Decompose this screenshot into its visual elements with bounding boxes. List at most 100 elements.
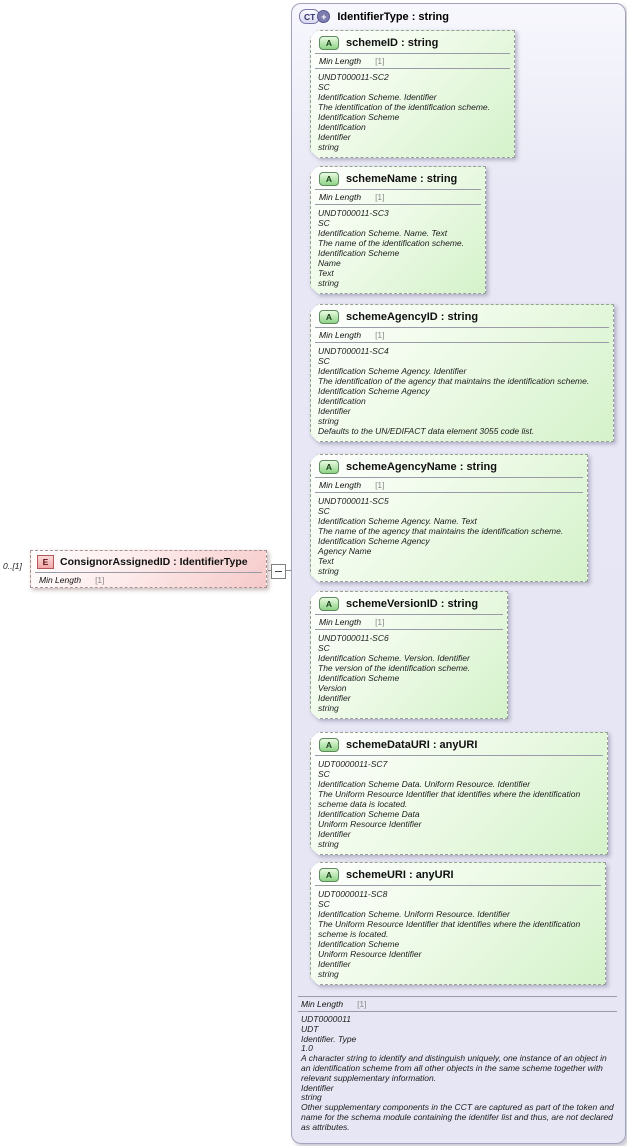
collapse-toggle-icon[interactable] <box>271 564 286 579</box>
attribute-header: A schemeAgencyID : string <box>311 305 613 327</box>
annotation-line: Identification Scheme Data <box>318 809 420 819</box>
annotation-line: Identifier <box>318 132 351 142</box>
attribute-header: A schemeAgencyName : string <box>311 455 587 477</box>
facet-value: [1] <box>375 330 385 340</box>
attribute-box-body: A schemeVersionID : string Min Length [1… <box>310 591 508 719</box>
annotation-line: Other supplementary components in the CC… <box>301 1102 614 1132</box>
facet-value: [1] <box>375 617 385 627</box>
annotation-line: SC <box>318 769 330 779</box>
element-icon: E <box>37 555 54 569</box>
annotation-line: The name of the agency that maintains th… <box>318 526 564 536</box>
attribute-title: schemeURI : anyURI <box>346 869 454 881</box>
facet-value: [1] <box>95 575 105 585</box>
facet-name: Min Length <box>319 480 362 490</box>
annotation-line: UDT0000011 <box>301 1014 351 1024</box>
divider <box>35 572 262 573</box>
divider <box>315 53 510 54</box>
annotation-line: The name of the identification scheme. <box>318 238 464 248</box>
annotation-line: Identifier <box>301 1082 334 1093</box>
annotation-line: string <box>318 416 339 426</box>
attribute-icon: A <box>319 172 339 186</box>
annotation-line: The identification of the agency that ma… <box>318 376 590 386</box>
attribute-box-schemeAgencyName[interactable]: A schemeAgencyName : string Min Length [… <box>310 454 588 582</box>
divider <box>298 996 617 997</box>
attribute-title: schemeDataURI : anyURI <box>346 739 478 751</box>
annotation-line: Identifier <box>318 829 351 839</box>
annotation-line: Name <box>318 258 341 268</box>
ct-badge: CT <box>299 9 321 24</box>
attribute-box-schemeID[interactable]: A schemeID : string Min Length [1] UNDT0… <box>310 30 515 158</box>
expand-icon[interactable]: + <box>317 10 331 23</box>
facet-row: Min Length [1] <box>311 190 485 204</box>
annotation-line: string <box>318 839 339 849</box>
annotation-line: Identification Scheme <box>318 673 400 683</box>
facet-name: Min Length <box>319 617 362 627</box>
attribute-header: A schemeVersionID : string <box>311 592 507 614</box>
facet-name: Min Length <box>319 56 362 66</box>
attribute-box-body: A schemeAgencyName : string Min Length [… <box>310 454 588 582</box>
facet-row: Min Length [1] <box>311 615 507 629</box>
attribute-box-schemeVersionID[interactable]: A schemeVersionID : string Min Length [1… <box>310 591 508 719</box>
annotation-line: Identification <box>318 396 366 406</box>
divider <box>298 1011 617 1012</box>
annotation-line: A character string to identify and disti… <box>301 1053 607 1083</box>
attribute-box-schemeAgencyID[interactable]: A schemeAgencyID : string Min Length [1]… <box>310 304 614 442</box>
annotation-line: Identifier <box>318 406 351 416</box>
element-box-ConsignorAssignedID[interactable]: E ConsignorAssignedID : IdentifierType M… <box>30 550 267 588</box>
annotation-line: Identification <box>318 122 366 132</box>
annotation-line: Identification Scheme Agency. Name. Text <box>318 516 477 526</box>
facet-value: [1] <box>357 999 367 1009</box>
facet-name: Min Length <box>39 575 82 585</box>
annotation-line: UNDT000011-SC4 <box>318 346 389 356</box>
annotation-line: UNDT000011-SC3 <box>318 208 389 218</box>
annotation-line: Uniform Resource Identifier <box>318 819 422 829</box>
annotation-line: Identification Scheme Data. Uniform Reso… <box>318 779 531 789</box>
facet-row: Min Length [1] <box>311 328 613 342</box>
attribute-box-schemeName[interactable]: A schemeName : string Min Length [1] UND… <box>310 166 486 294</box>
attribute-icon: A <box>319 597 339 611</box>
attribute-header: A schemeDataURI : anyURI <box>311 733 607 755</box>
attribute-box-body: A schemeAgencyID : string Min Length [1]… <box>310 304 614 442</box>
attribute-header: A schemeURI : anyURI <box>311 863 605 885</box>
annotation-line: Identification Scheme <box>318 939 400 949</box>
facet-row: Min Length [1] <box>311 478 587 492</box>
divider <box>315 629 503 630</box>
attribute-box-body: A schemeID : string Min Length [1] UNDT0… <box>310 30 515 158</box>
element-header: E ConsignorAssignedID : IdentifierType <box>31 551 266 572</box>
attribute-icon: A <box>319 868 339 882</box>
facet-value: [1] <box>375 192 385 202</box>
annotation-line: string <box>318 969 339 979</box>
element-title: ConsignorAssignedID : IdentifierType <box>60 556 248 568</box>
attribute-icon: A <box>319 36 339 50</box>
element-box-body: E ConsignorAssignedID : IdentifierType M… <box>30 550 267 588</box>
complex-type-box-IdentifierType[interactable]: CT + IdentifierType : string A schemeID … <box>291 3 626 1144</box>
facet-name: Min Length <box>319 330 362 340</box>
facet-value: [1] <box>375 480 385 490</box>
attribute-title: schemeAgencyName : string <box>346 461 497 473</box>
complex-type-title: IdentifierType : string <box>337 10 449 23</box>
divider <box>315 755 603 756</box>
annotation-line: Identification Scheme. Identifier <box>318 92 437 102</box>
annotation-line: SC <box>318 356 330 366</box>
annotation-line: Text <box>318 268 334 278</box>
annotation-line: Uniform Resource Identifier <box>318 949 422 959</box>
facet-value: [1] <box>375 56 385 66</box>
divider <box>315 327 609 328</box>
divider <box>315 492 583 493</box>
divider <box>315 342 609 343</box>
divider <box>315 614 503 615</box>
annotation-line: Identification Scheme Agency <box>318 386 430 396</box>
complex-type-icon: CT + <box>299 9 331 24</box>
annotation-line: Identifier <box>318 693 351 703</box>
attribute-title: schemeVersionID : string <box>346 598 479 610</box>
